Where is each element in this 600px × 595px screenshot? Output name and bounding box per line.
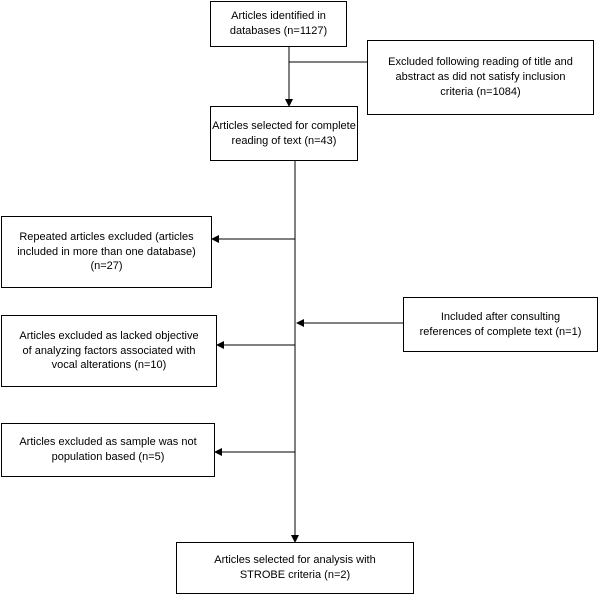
box-articles-identified: Articles identified in databases (n=1127… <box>210 1 347 47</box>
box-selected-analysis: Articles selected for analysis with STRO… <box>176 542 414 594</box>
box-excluded-objective: Articles excluded as lacked objective of… <box>1 315 217 387</box>
box-excluded-objective-text: Articles excluded as lacked objective of… <box>19 329 199 372</box>
box-repeated-excluded-text: Repeated articles excluded (articles inc… <box>17 230 196 273</box>
box-included-references: Included after consulting references of … <box>403 297 598 352</box>
box-selected-complete-reading: Articles selected for complete reading o… <box>210 106 358 161</box>
box-repeated-excluded: Repeated articles excluded (articles inc… <box>1 216 212 288</box>
box-selected-analysis-text: Articles selected for analysis with STRO… <box>214 554 376 581</box>
box-included-references-text: Included after consulting references of … <box>419 310 582 338</box>
box-excluded-sample: Articles excluded as sample was not popu… <box>1 423 215 477</box>
box-excluded-sample-text: Articles excluded as sample was not popu… <box>19 436 197 463</box>
box-articles-identified-text: Articles identified in databases (n=1127… <box>229 10 328 37</box>
box-excluded-title-abstract-text: Excluded following reading of title and … <box>388 56 573 98</box>
box-excluded-title-abstract: Excluded following reading of title and … <box>367 40 594 115</box>
box-selected-complete-reading-text: Articles selected for complete reading o… <box>212 119 356 147</box>
